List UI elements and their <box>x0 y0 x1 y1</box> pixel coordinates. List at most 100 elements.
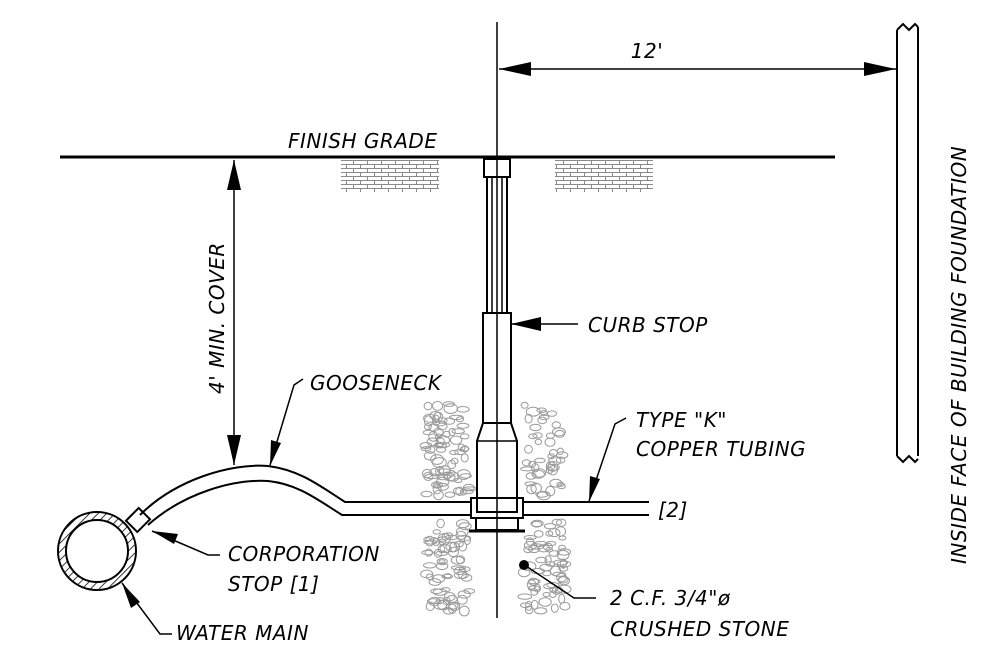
stone-pebble <box>459 433 470 440</box>
stone-pebble <box>424 445 436 454</box>
gooseneck-callout <box>269 378 304 466</box>
stone-pebble <box>545 530 554 537</box>
stone-pebble <box>451 428 465 435</box>
crushed-stone-callout <box>519 560 596 599</box>
stone-pebble <box>547 465 559 476</box>
stone-pebble <box>430 588 443 595</box>
stone-pebble <box>534 607 548 615</box>
stone-pebble <box>459 446 470 452</box>
stone-pebble <box>528 433 538 440</box>
stone-pebble <box>556 447 564 455</box>
stone-pebble <box>557 576 569 584</box>
stone-pebble <box>449 435 463 445</box>
tubing-label-line2: COPPER TUBING <box>636 437 806 461</box>
stone-pebble <box>534 457 546 464</box>
stone-pebble <box>425 601 435 612</box>
tubing-label-line1: TYPE "K" <box>636 408 727 432</box>
stone-pebble <box>439 544 452 554</box>
stone-pebble <box>432 457 447 469</box>
crushed-stone-lower <box>420 518 572 617</box>
stone-pebble <box>423 413 436 423</box>
stone-pebble <box>535 491 549 498</box>
stone-label-line2: CRUSHED STONE <box>610 617 789 641</box>
stone-pebble <box>520 466 535 472</box>
stone-pebble <box>457 568 468 579</box>
stone-pebble <box>551 421 561 429</box>
min-cover-dimension <box>227 160 241 465</box>
stone-pebble <box>423 471 434 481</box>
stone-pebble <box>436 482 449 491</box>
stone-pebble <box>553 559 569 566</box>
stone-pebble <box>534 438 543 445</box>
curb-stop-label: CURB STOP <box>588 313 708 337</box>
stone-pebble <box>423 562 437 569</box>
stone-pebble <box>420 446 432 452</box>
stone-pebble <box>524 444 533 454</box>
stone-pebble <box>558 565 569 572</box>
stone-pebble <box>542 542 553 551</box>
stone-pebble <box>443 592 456 602</box>
stone-pebble <box>532 432 543 439</box>
stone-pebble <box>548 449 558 457</box>
building-foundation-wall <box>896 22 919 464</box>
stone-pebble <box>544 437 556 447</box>
stone-pebble <box>448 414 464 421</box>
stone-pebble <box>429 411 442 420</box>
stone-pebble <box>530 519 544 528</box>
stone-pebble <box>443 403 459 415</box>
stone-pebble <box>430 454 444 465</box>
stone-pebble <box>423 539 438 545</box>
stone-pebble <box>528 577 539 586</box>
stone-pebble <box>460 453 469 463</box>
finish-grade-label: FINISH GRADE <box>288 129 437 153</box>
stone-pebble <box>558 535 567 541</box>
stone-pebble <box>446 471 460 482</box>
stone-pebble <box>524 481 537 487</box>
stone-pebble <box>545 463 560 472</box>
stone-pebble <box>550 603 559 613</box>
copper-tubing <box>523 501 649 516</box>
stone-pebble <box>452 487 463 495</box>
stone-pebble <box>442 430 451 438</box>
stone-pebble <box>444 491 456 498</box>
stone-pebble <box>446 602 459 610</box>
stone-pebble <box>548 550 560 557</box>
stone-pebble <box>443 401 455 407</box>
stone-pebble <box>436 558 448 566</box>
stone-pebble <box>422 429 435 436</box>
stone-pebble <box>536 407 547 414</box>
stone-pebble <box>546 582 560 589</box>
stone-pebble <box>552 571 567 577</box>
stone-pebble <box>424 548 433 557</box>
stone-pebble <box>455 519 470 529</box>
stone-label-line1: 2 C.F. 3/4"ø <box>610 586 731 610</box>
dimension-12ft: 12' <box>499 39 896 76</box>
stone-pebble <box>445 541 460 553</box>
stone-pebble <box>420 490 433 498</box>
stone-pebble <box>436 476 450 487</box>
corporation-label-line2: STOP [1] <box>228 572 319 596</box>
stone-pebble <box>557 483 566 490</box>
stone-pebble <box>435 597 445 605</box>
stone-pebble <box>543 583 556 590</box>
stone-pebble <box>458 522 472 531</box>
stone-pebble <box>524 605 534 615</box>
stone-pebble <box>531 520 543 528</box>
note-2-label: [2] <box>658 498 688 522</box>
stone-pebble <box>433 490 444 501</box>
stone-pebble <box>431 400 444 411</box>
stone-pebble <box>458 541 468 552</box>
stone-pebble <box>559 601 571 611</box>
stone-pebble <box>549 478 563 488</box>
stone-pebble <box>545 432 555 439</box>
crushed-stone-upper <box>419 400 569 501</box>
stone-pebble <box>543 523 557 530</box>
curb-box-riser <box>469 158 525 533</box>
stone-pebble <box>444 417 455 425</box>
stone-pebble <box>442 596 451 606</box>
stone-pebble <box>556 548 572 556</box>
stone-pebble <box>441 573 454 580</box>
stone-pebble <box>437 417 448 424</box>
stone-pebble <box>433 548 443 558</box>
stone-pebble <box>456 406 470 413</box>
